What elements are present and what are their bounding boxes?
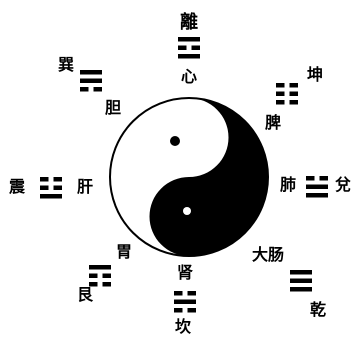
trigram-kun-line-2-yin-2	[290, 92, 299, 97]
trigram-group-gen: 胃 艮	[77, 242, 132, 304]
trigram-group-li: 離 心	[178, 11, 200, 86]
trigram-kun-line-3-yin-1	[276, 100, 285, 105]
trigram-qian-line-2-yang	[290, 279, 312, 284]
trigram-dui-line-2-yang	[306, 185, 328, 190]
trigram-group-kun: 坤 脾	[265, 65, 323, 132]
trigram-xun-line-2-yang	[80, 79, 102, 84]
trigram-group-xun: 巽 胆	[58, 55, 121, 117]
trigram-symbol-qian	[290, 270, 312, 292]
trigram-li-line-2-yin-1	[178, 46, 187, 51]
trigram-group-qian: 大肠 乾	[252, 245, 326, 319]
trigram-symbol-kan	[174, 291, 196, 313]
trigram-symbol-xun	[80, 70, 102, 92]
organ-label-heart: 心	[181, 67, 197, 86]
trigram-dui-line-1-yin-1	[306, 176, 315, 181]
trigram-zhen-line-2-yin-1	[40, 186, 49, 191]
trigram-kun-line-2-yin-1	[276, 92, 285, 97]
trigram-zhen-line-1-yin-2	[54, 177, 63, 182]
trigram-kun-line-3-yin-2	[290, 100, 299, 105]
trigram-symbol-li	[178, 37, 200, 59]
trigram-kan-line-1-yin-1	[174, 291, 183, 296]
trigram-name-kan: 坎	[175, 317, 191, 336]
trigram-group-zhen: 震 肝	[8, 177, 93, 199]
trigram-symbol-dui	[306, 176, 328, 198]
trigram-gen-line-3-yin-2	[103, 282, 112, 287]
trigram-kan-line-3-yin-1	[174, 308, 183, 313]
taiji-yin-dot	[170, 136, 180, 146]
trigram-name-qian: 乾	[310, 300, 326, 319]
organ-label-kidney: 肾	[177, 263, 193, 282]
trigram-zhen-line-2-yin-2	[54, 186, 63, 191]
trigram-zhen-line-1-yin-1	[40, 177, 49, 182]
organ-label-liver: 肝	[77, 177, 93, 196]
trigram-kan-line-1-yin-2	[188, 291, 197, 296]
trigram-dui-line-1-yin-2	[320, 176, 329, 181]
organ-label-lung: 肺	[280, 175, 296, 194]
trigram-kan-line-2-yang	[174, 300, 196, 305]
trigram-name-zhen: 震	[8, 177, 26, 196]
organ-label-stomach: 胃	[116, 242, 132, 261]
trigram-kun-line-1-yin-2	[290, 83, 299, 88]
trigram-name-li: 離	[180, 11, 198, 33]
trigram-name-gen: 艮	[77, 285, 94, 304]
trigram-kan-line-3-yin-2	[188, 308, 197, 313]
trigram-qian-line-1-yang	[290, 270, 312, 275]
trigram-gen-line-2-yin-1	[89, 274, 98, 279]
taiji-yang-dot	[183, 207, 191, 215]
trigram-zhen-line-3-yang	[40, 194, 62, 199]
trigram-li-line-1-yang	[178, 37, 200, 42]
trigram-gen-line-1-yang	[89, 265, 111, 270]
trigram-xun-line-1-yang	[80, 70, 102, 75]
trigram-group-dui: 肺 兌	[280, 175, 351, 198]
trigram-group-kan: 肾 坎	[174, 263, 196, 336]
trigram-qian-line-3-yang	[290, 287, 312, 292]
trigram-gen-line-2-yin-2	[103, 274, 112, 279]
trigram-symbol-zhen	[40, 177, 62, 199]
organ-label-spleen: 脾	[265, 113, 281, 132]
trigram-li-line-3-yang	[178, 54, 200, 59]
trigram-kun-line-1-yin-1	[276, 83, 285, 88]
trigram-xun-line-3-yin-1	[80, 87, 89, 92]
trigram-li-line-2-yin-2	[192, 46, 201, 51]
trigram-name-kun: 坤	[307, 65, 323, 84]
trigram-dui-line-3-yang	[306, 193, 328, 198]
trigram-symbol-gen	[89, 265, 111, 287]
trigram-name-xun: 巽	[58, 55, 74, 74]
taiji-symbol	[110, 98, 268, 256]
trigram-name-dui: 兌	[335, 175, 351, 194]
organ-label-gallbladder: 胆	[105, 98, 121, 117]
trigram-symbol-kun	[276, 83, 298, 105]
trigram-xun-line-3-yin-2	[94, 87, 103, 92]
organ-label-large-intestine: 大肠	[252, 245, 284, 264]
